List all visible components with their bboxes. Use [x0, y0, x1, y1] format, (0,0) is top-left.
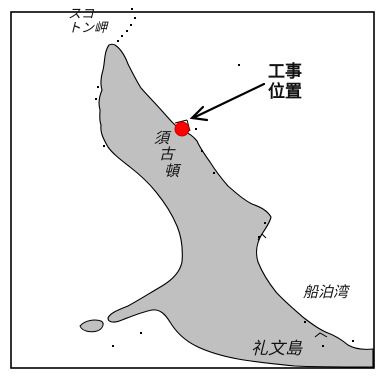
label-sukoton-cape: スコ トン岬 [68, 8, 107, 36]
label-sukotomari-2: 古 [159, 145, 175, 163]
label-sukotomari-1: 須 [154, 129, 170, 147]
arrow-icon [189, 82, 266, 122]
small-isle [79, 319, 104, 333]
coastal-rocks [95, 8, 354, 347]
label-sukoton-line2: トン岬 [68, 21, 108, 36]
label-rebun-island: 礼文島 [251, 339, 302, 359]
island-landmass [98, 43, 374, 368]
label-koji-line2: 位置 [268, 82, 302, 102]
label-koji-line1: 工事 [268, 62, 302, 82]
label-funadomari-bay: 船泊湾 [303, 283, 349, 301]
map-border [10, 11, 375, 369]
label-sukotomari-3: 頓 [164, 162, 180, 180]
label-sukoton-line1: スコ [68, 7, 95, 22]
label-construction-site: 工事 位置 [268, 62, 302, 102]
red-dot-icon [174, 121, 190, 137]
